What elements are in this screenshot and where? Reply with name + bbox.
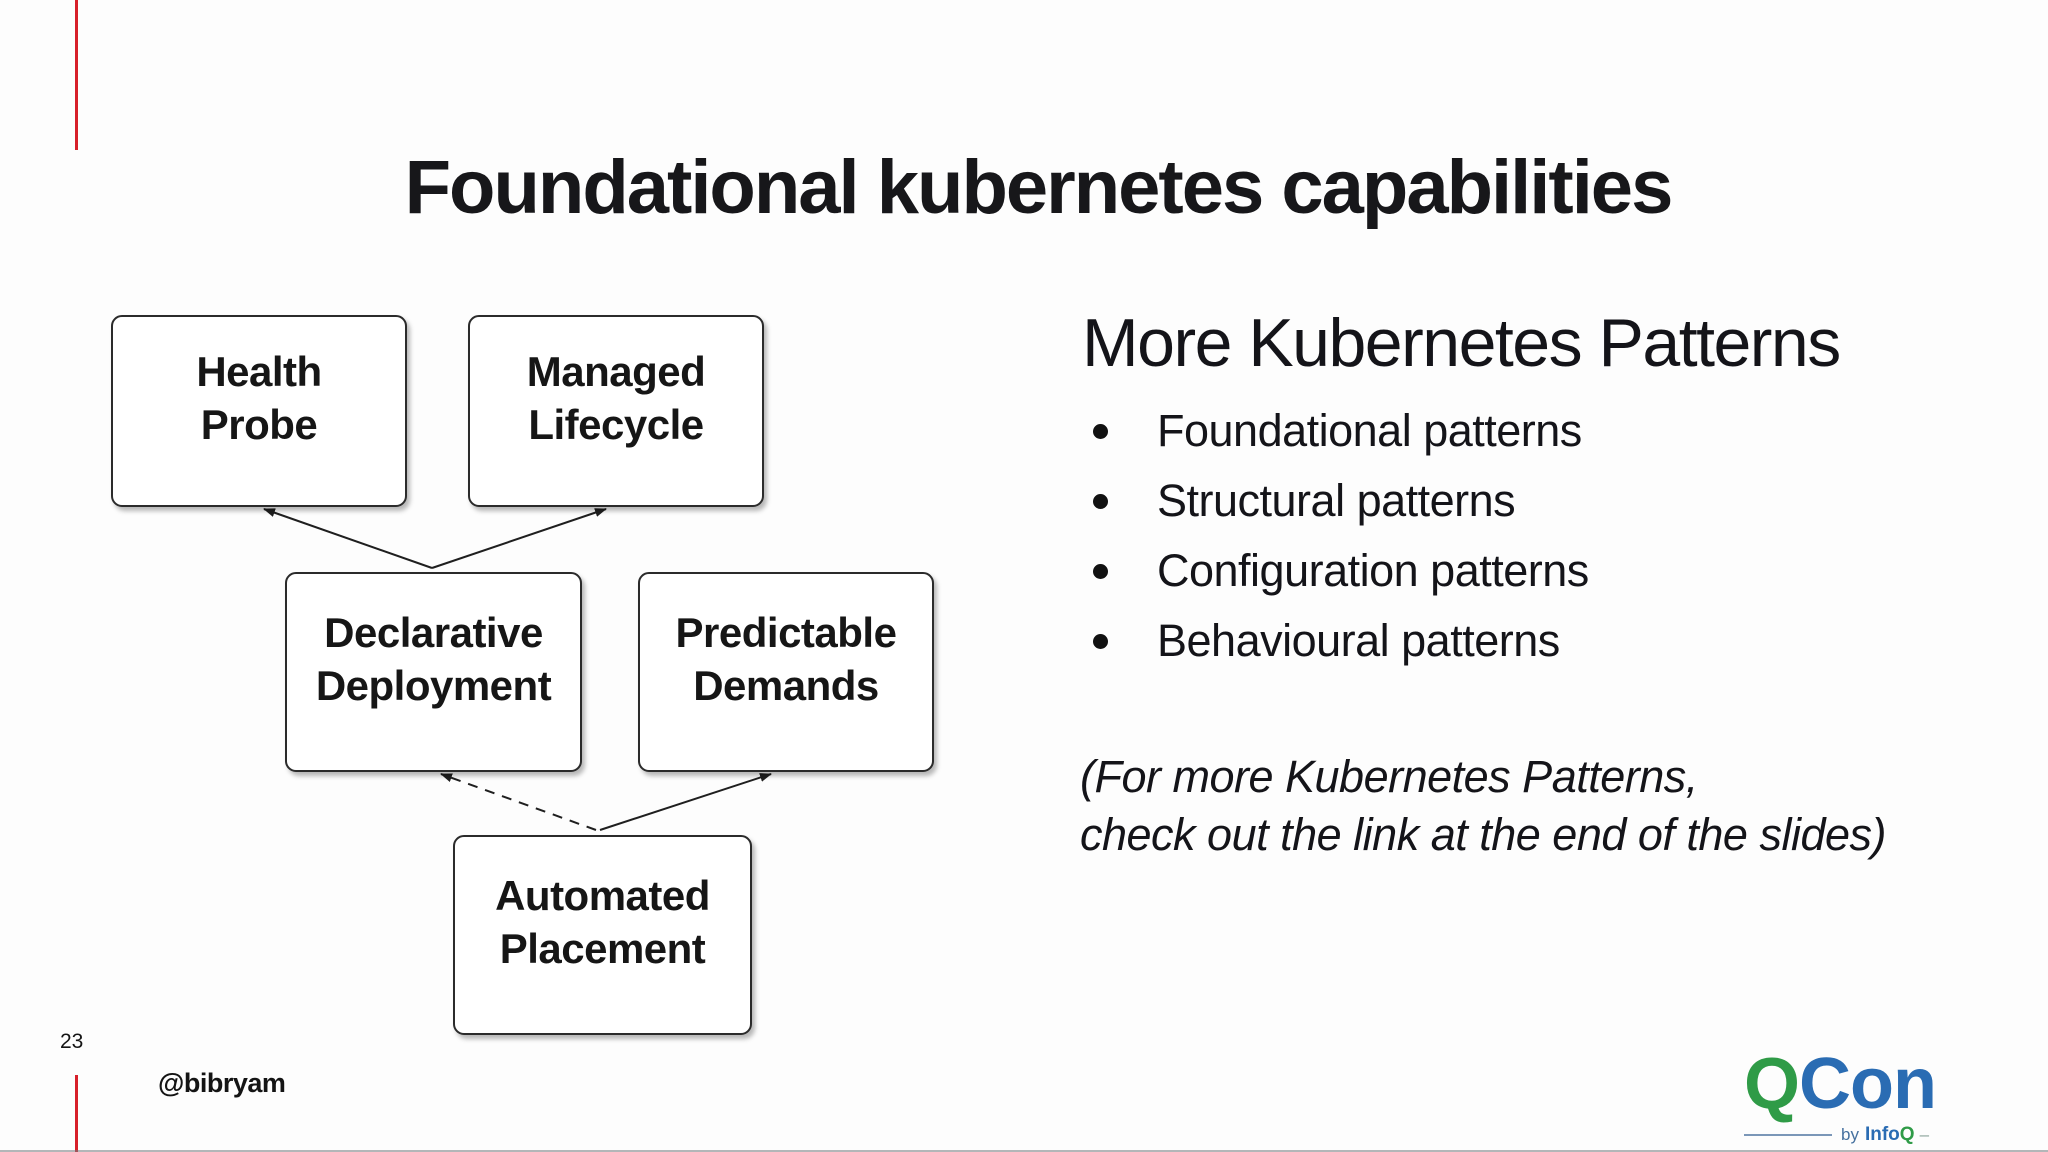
diagram-box-automated-placement: Automated Placement (453, 835, 752, 1035)
tagline-info-q: Q (1899, 1124, 1915, 1145)
author-handle: @bibryam (158, 1068, 286, 1098)
bullet-item: Configuration patterns (1093, 536, 1589, 606)
qcon-logo-tagline: by Info Q – (1744, 1124, 2004, 1146)
arrow-declarative-to-managed (431, 508, 607, 569)
qcon-logo-wordmark: QCon (1744, 1048, 2004, 1120)
bullet-item: Behavioural patterns (1093, 606, 1589, 676)
note-line-2: check out the link at the end of the sli… (1080, 809, 1887, 860)
bullet-label: Foundational patterns (1157, 405, 1582, 456)
arrow-declarative-to-health (263, 508, 433, 569)
qcon-logo: QCon by Info Q – (1744, 1048, 2004, 1146)
patterns-note: (For more Kubernetes Patterns, check out… (1080, 748, 1887, 864)
bullet-icon (1093, 633, 1108, 649)
bullet-label: Configuration patterns (1157, 545, 1589, 596)
diagram-box-managed-lifecycle: Managed Lifecycle (468, 315, 764, 507)
bullet-label: Structural patterns (1157, 475, 1516, 526)
bullet-item: Structural patterns (1093, 466, 1589, 536)
bullet-icon (1093, 563, 1108, 579)
page-number: 23 (60, 1030, 84, 1053)
bullet-item: Foundational patterns (1093, 396, 1589, 466)
diagram-box-declarative-deployment: Declarative Deployment (285, 572, 582, 772)
tagline-rule (1744, 1134, 1832, 1136)
box-label: Predictable Demands (675, 609, 897, 709)
tagline-info: Info (1864, 1124, 1900, 1145)
qcon-logo-con: Con (1799, 1044, 1937, 1124)
qcon-logo-q: Q (1744, 1044, 1800, 1124)
note-line-1: (For more Kubernetes Patterns, (1080, 751, 1698, 802)
patterns-heading: More Kubernetes Patterns (1082, 305, 1841, 381)
box-label: Health Probe (196, 348, 322, 448)
arrow-automated-to-predictable (599, 773, 772, 831)
box-label: Automated Placement (495, 872, 710, 972)
bullet-icon (1093, 493, 1108, 509)
box-label: Managed Lifecycle (526, 348, 706, 448)
accent-line-bottom (75, 1075, 78, 1152)
tagline-dash: – (1919, 1125, 1930, 1144)
frame-bottom-edge (0, 1150, 2048, 1152)
accent-line-top (75, 0, 78, 150)
patterns-bullet-list: Foundational patterns Structural pattern… (1093, 396, 1589, 676)
diagram-box-health-probe: Health Probe (111, 315, 407, 507)
tagline-by: by (1841, 1125, 1859, 1144)
bullet-icon (1093, 423, 1108, 439)
slide-title: Foundational kubernetes capabilities (404, 144, 1674, 230)
diagram-box-predictable-demands: Predictable Demands (638, 572, 934, 772)
bullet-label: Behavioural patterns (1157, 615, 1560, 666)
box-label: Declarative Deployment (315, 609, 552, 709)
arrow-automated-to-declarative-dashed (440, 773, 597, 831)
